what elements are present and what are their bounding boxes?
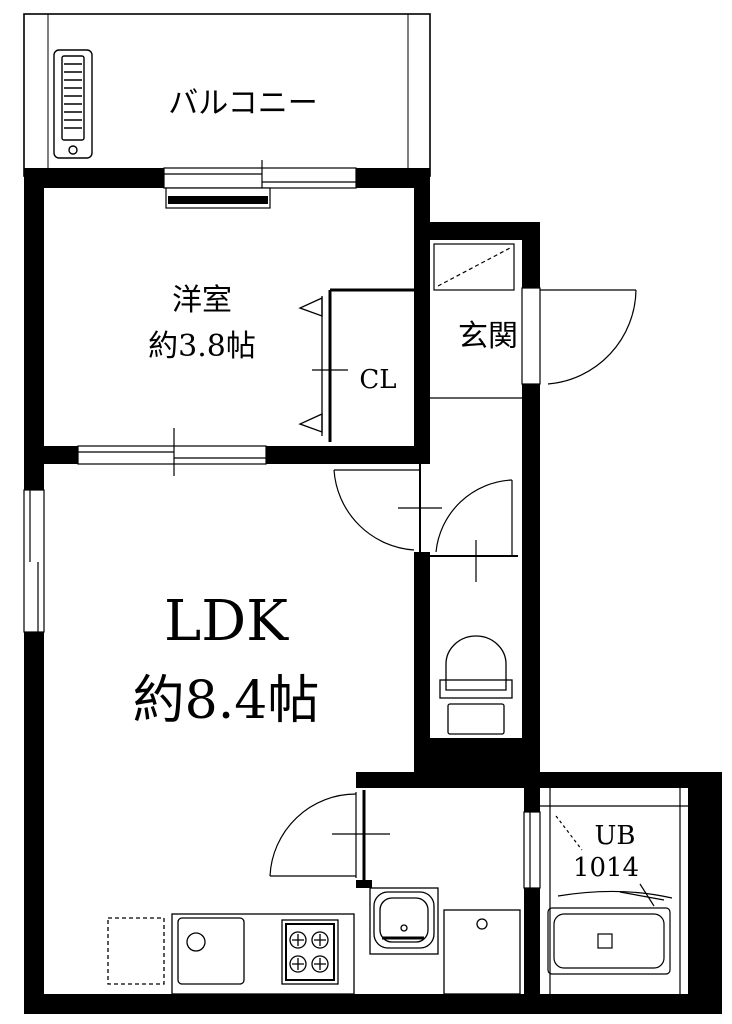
- wall-mid-vertical: [414, 168, 430, 464]
- toilet-door: [430, 479, 518, 582]
- stove-icon: [281, 919, 339, 985]
- wall-wash-left-lower: [356, 880, 372, 888]
- bath-window: [523, 811, 541, 889]
- wash-door: [269, 790, 390, 880]
- wall-top-right: [356, 168, 430, 188]
- sink-icon: [177, 917, 245, 985]
- bathtub-icon: [547, 907, 671, 975]
- balcony-sliding-door: [163, 160, 357, 209]
- wall-western-bottom-left: [24, 446, 78, 464]
- fridge-space: [107, 917, 165, 985]
- wall-bottom: [24, 994, 722, 1014]
- windows: [23, 160, 541, 889]
- wash-area: [369, 887, 521, 995]
- western-room: 洋室 約3.8帖: [148, 283, 256, 364]
- walls: [24, 168, 722, 1014]
- toilet-icon: [439, 635, 513, 735]
- ldk-window: [23, 489, 45, 633]
- wall-entrance-right: [522, 222, 540, 288]
- hall-doors: [333, 464, 518, 582]
- wall-left-upper: [24, 168, 44, 490]
- kitchen-counter: [171, 913, 355, 995]
- wall-wash-top: [356, 772, 722, 788]
- wall-entrance-top: [414, 222, 538, 240]
- bath-name: UB: [594, 821, 635, 851]
- bath-size: 1014: [573, 853, 639, 883]
- wall-western-bottom-right: [266, 446, 430, 464]
- wash-basin-icon: [369, 887, 439, 955]
- wall-hall-left: [414, 552, 430, 774]
- wall-bath-right: [688, 772, 722, 1014]
- balcony-label: バルコニー: [168, 86, 317, 121]
- wall-toilet-bottom: [414, 738, 540, 774]
- ac-outdoor-unit-icon: [53, 49, 93, 159]
- western-room-name: 洋室: [172, 283, 232, 318]
- ldk-name: LDK: [164, 589, 289, 654]
- balcony: バルコニー: [23, 13, 431, 177]
- wall-entrance-right-lower: [522, 384, 540, 738]
- entrance-label: 玄関: [458, 319, 518, 354]
- wall-top-left: [24, 168, 164, 188]
- entrance-door: [521, 287, 637, 385]
- ldk-door: [333, 464, 442, 552]
- ldk-room: LDK 約8.4帖: [133, 589, 320, 731]
- western-sliding-door: [77, 428, 267, 476]
- shoe-box: [433, 243, 515, 291]
- kitchen: [107, 913, 355, 995]
- wall-left-lower: [24, 632, 44, 1014]
- wall-wash-left: [356, 772, 372, 788]
- closet: CL: [298, 288, 414, 442]
- entrance: 玄関: [430, 243, 637, 399]
- closet-label: CL: [359, 365, 396, 395]
- wall-bath-left: [524, 788, 540, 812]
- washer-pan-icon: [443, 909, 521, 995]
- ldk-size: 約8.4帖: [133, 671, 320, 731]
- western-room-size: 約3.8帖: [148, 329, 256, 364]
- wall-bath-left-lower: [524, 888, 540, 998]
- unit-bath: UB 1014: [540, 788, 688, 994]
